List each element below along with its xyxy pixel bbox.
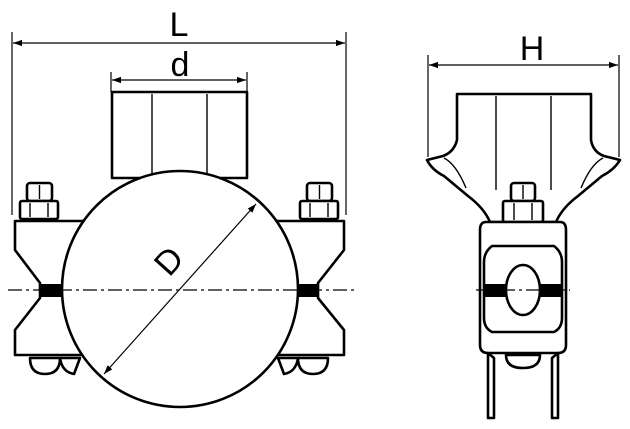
bottom-nuts xyxy=(28,356,330,376)
outlet-neck xyxy=(110,90,249,180)
dimension-L: L xyxy=(11,6,347,215)
bolt-side xyxy=(501,181,545,224)
bolt-left-top xyxy=(18,181,60,221)
label-d: d xyxy=(171,46,190,84)
dimension-line-D xyxy=(103,203,257,375)
bolt-right-top xyxy=(298,181,340,221)
label-H: H xyxy=(520,30,545,68)
label-L: L xyxy=(170,6,189,44)
dimension-d: d xyxy=(110,46,248,92)
side-legs xyxy=(486,351,560,420)
dimension-H: H xyxy=(427,30,620,157)
front-view: L d xyxy=(8,6,354,409)
side-view: H xyxy=(425,30,622,420)
